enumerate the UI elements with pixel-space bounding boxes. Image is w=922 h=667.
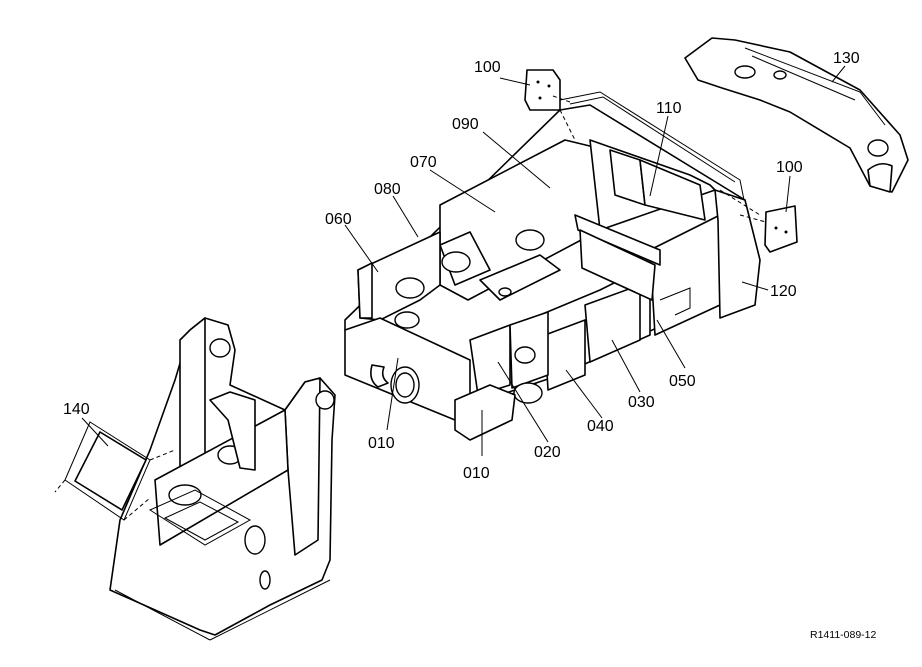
- callout-080: 080: [374, 181, 401, 198]
- callout-020: 020: [534, 444, 561, 461]
- plate-100-right: [739, 205, 798, 253]
- callout-110: 110: [656, 100, 682, 117]
- counterweight-130: [684, 37, 909, 193]
- callout-100-top: 100: [474, 59, 501, 76]
- callout-labels: 100 130 110 090 070 100 080 060 120 050 …: [63, 50, 860, 482]
- plate-140: [54, 421, 176, 521]
- callout-100-right: 100: [776, 159, 803, 176]
- drawing-reference-number: R1411-089-12: [810, 629, 877, 641]
- callout-070: 070: [410, 154, 437, 171]
- callout-090: 090: [452, 116, 479, 133]
- leader-lines: [81, 65, 846, 456]
- callout-040: 040: [587, 418, 614, 435]
- front-bracket: [109, 317, 336, 641]
- callout-030: 030: [628, 394, 655, 411]
- callout-120: 120: [770, 283, 797, 300]
- plate-100-top: [524, 69, 571, 111]
- callout-130: 130: [833, 50, 860, 67]
- callout-060: 060: [325, 211, 352, 228]
- callout-010-left: 010: [368, 435, 395, 452]
- callout-010-right: 010: [463, 465, 490, 482]
- callout-050: 050: [669, 373, 696, 390]
- callout-140: 140: [63, 401, 90, 418]
- main-frame: [344, 91, 761, 441]
